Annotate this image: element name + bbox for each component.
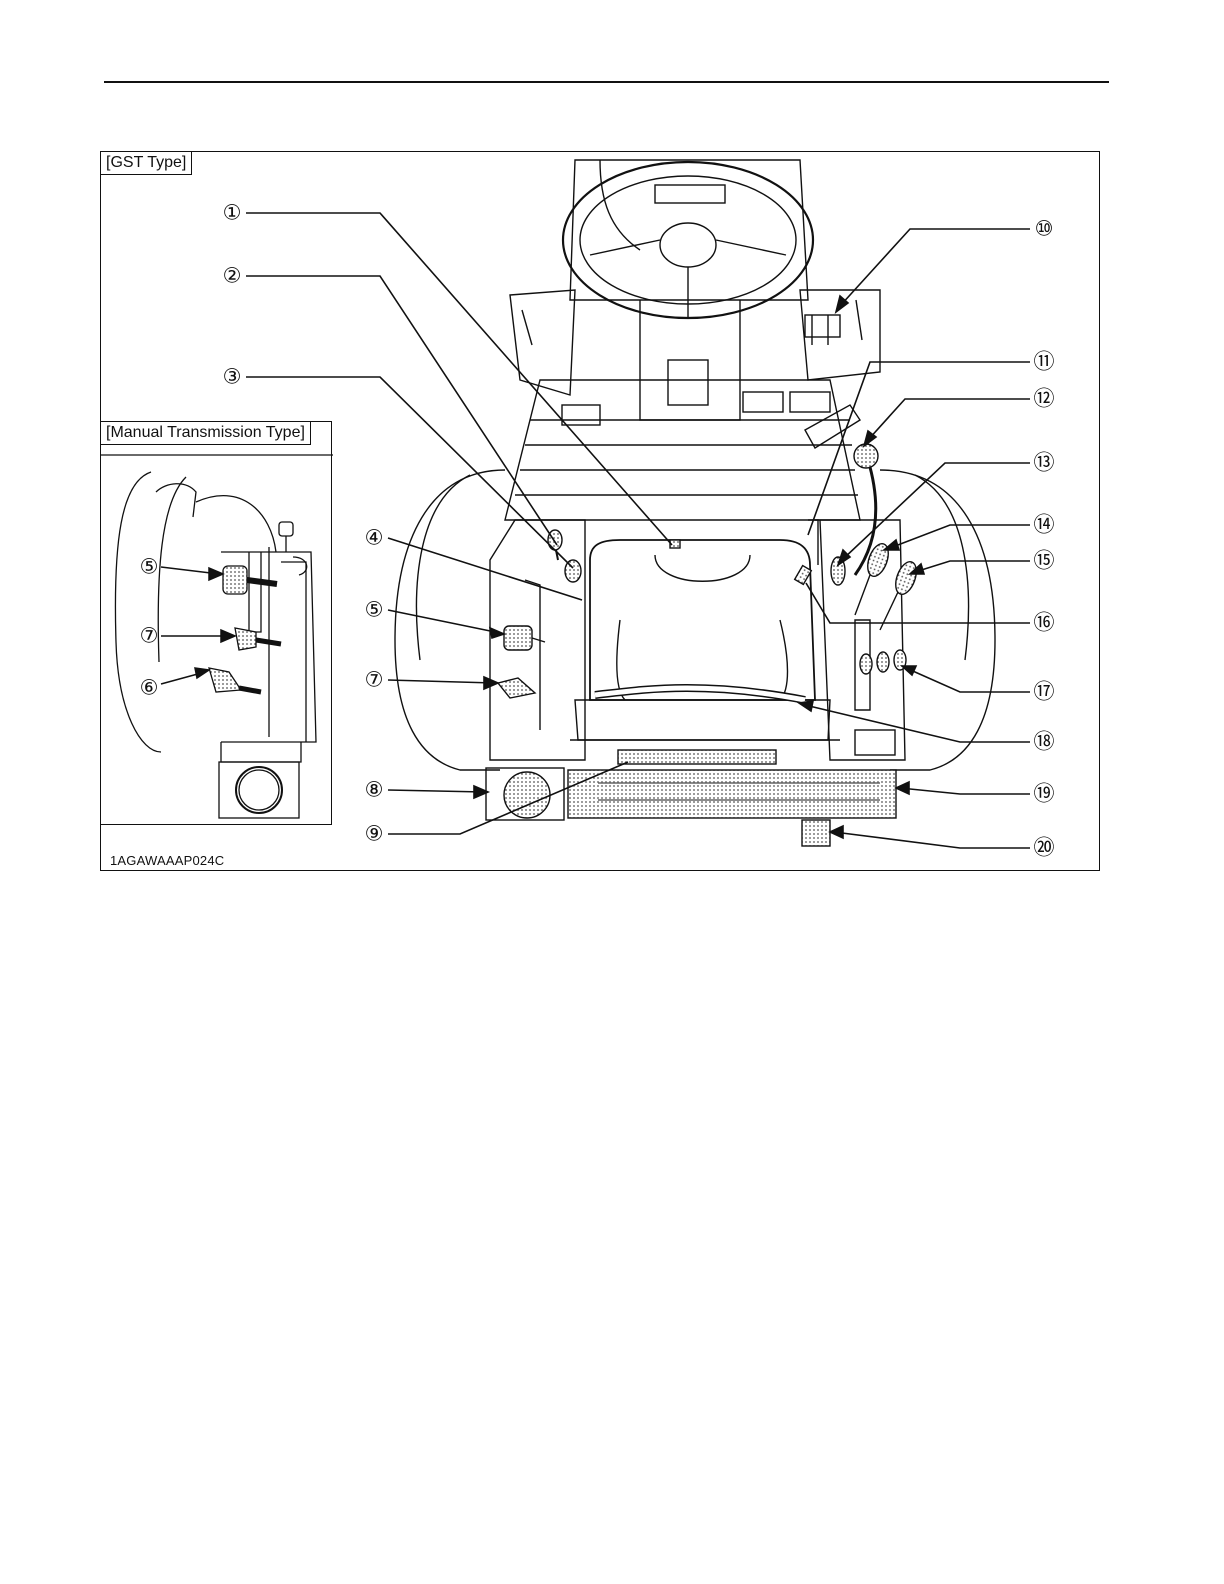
inset-callout-6: ⑥ bbox=[140, 677, 159, 700]
callout-10: ⑩ bbox=[1035, 218, 1054, 241]
gst-type-label: [GST Type] bbox=[100, 151, 192, 175]
callout-20: ⑳ bbox=[1034, 837, 1055, 860]
callout-5: ⑤ bbox=[365, 599, 384, 622]
callout-2: ② bbox=[223, 265, 242, 288]
callout-14: ⑭ bbox=[1034, 514, 1055, 537]
callout-17: ⑰ bbox=[1034, 681, 1055, 704]
inset-callout-5: ⑤ bbox=[140, 556, 159, 579]
callout-8: ⑧ bbox=[365, 779, 384, 802]
callout-16: ⑯ bbox=[1034, 612, 1055, 635]
callout-11: ⑪ bbox=[1034, 351, 1055, 374]
callout-3: ③ bbox=[223, 366, 242, 389]
callout-9: ⑨ bbox=[365, 823, 384, 846]
callout-15: ⑮ bbox=[1034, 550, 1055, 573]
manual-transmission-inset: ⑤ ⑦ ⑥ bbox=[100, 421, 332, 825]
callout-4: ④ bbox=[365, 527, 384, 550]
manual-transmission-type-label: [Manual Transmission Type] bbox=[100, 421, 311, 445]
inset-callout-7: ⑦ bbox=[140, 625, 159, 648]
callout-19: ⑲ bbox=[1034, 783, 1055, 806]
callout-1: ① bbox=[223, 202, 242, 225]
figure-code: 1AGAWAAAP024C bbox=[110, 853, 224, 868]
manual-inset-illustration: ⑤ ⑦ ⑥ bbox=[101, 422, 333, 826]
callout-7: ⑦ bbox=[365, 669, 384, 692]
callout-13: ⑬ bbox=[1034, 452, 1055, 475]
callout-18: ⑱ bbox=[1034, 731, 1055, 754]
callout-12: ⑫ bbox=[1034, 388, 1055, 411]
